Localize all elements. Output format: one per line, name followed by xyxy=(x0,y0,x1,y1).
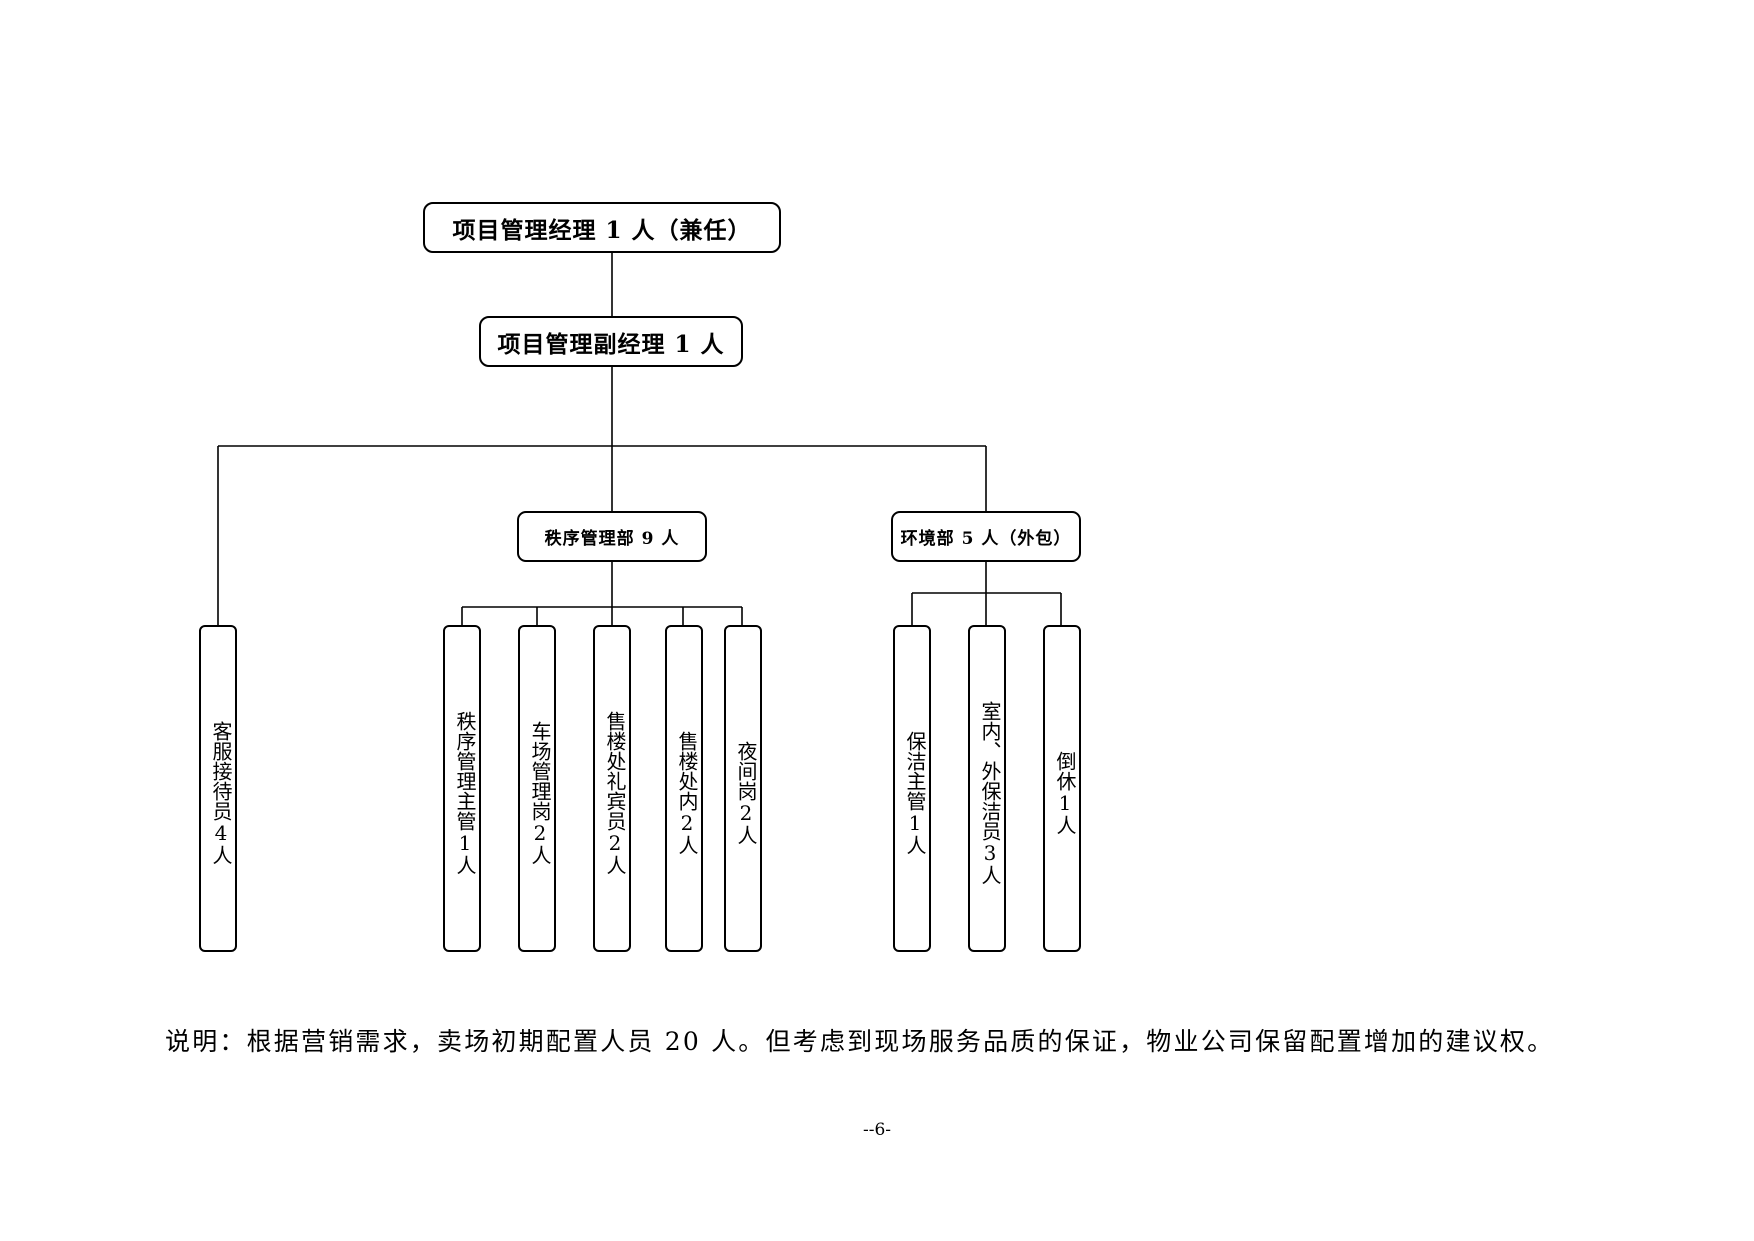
parking-guard-box: 车场管理岗2人 xyxy=(518,625,556,952)
security-department-label: 秩序管理部 9 人 xyxy=(544,529,680,549)
deputy-manager-label: 项目管理副经理 1 人 xyxy=(497,330,725,358)
indoor-outdoor-cleaner-label: 室内、外保洁员3人 xyxy=(978,700,1002,885)
rotation-rest-label: 倒休1人 xyxy=(1053,750,1077,835)
environment-department-box: 环境部 5 人（外包） xyxy=(891,511,1081,562)
environment-department-label: 环境部 5 人（外包） xyxy=(900,529,1072,549)
night-guard-label: 夜间岗2人 xyxy=(734,740,758,845)
security-supervisor-label: 秩序管理主管1人 xyxy=(453,710,477,875)
security-supervisor-box: 秩序管理主管1人 xyxy=(443,625,481,952)
customer-service-box: 客服接待员4人 xyxy=(199,625,237,952)
sales-greeter-label: 售楼处礼宾员2人 xyxy=(603,710,627,875)
indoor-outdoor-cleaner-box: 室内、外保洁员3人 xyxy=(968,625,1006,952)
sales-inside-label: 售楼处内2人 xyxy=(675,730,699,855)
deputy-manager-box: 项目管理副经理 1 人 xyxy=(479,316,743,367)
cleaning-supervisor-box: 保洁主管1人 xyxy=(893,625,931,952)
rotation-rest-box: 倒休1人 xyxy=(1043,625,1081,952)
sales-greeter-box: 售楼处礼宾员2人 xyxy=(593,625,631,952)
customer-service-label: 客服接待员4人 xyxy=(209,720,233,865)
project-manager-box: 项目管理经理 1 人（兼任） xyxy=(423,202,781,253)
staffing-note: 说明：根据营销需求，卖场初期配置人员 20 人。但考虑到现场服务品质的保证，物业… xyxy=(165,1027,1555,1056)
security-department-box: 秩序管理部 9 人 xyxy=(517,511,707,562)
project-manager-label: 项目管理经理 1 人（兼任） xyxy=(452,216,752,244)
night-guard-box: 夜间岗2人 xyxy=(724,625,762,952)
parking-guard-label: 车场管理岗2人 xyxy=(528,720,552,865)
sales-inside-box: 售楼处内2人 xyxy=(665,625,703,952)
page-number: --6- xyxy=(862,1120,892,1140)
cleaning-supervisor-label: 保洁主管1人 xyxy=(903,730,927,855)
